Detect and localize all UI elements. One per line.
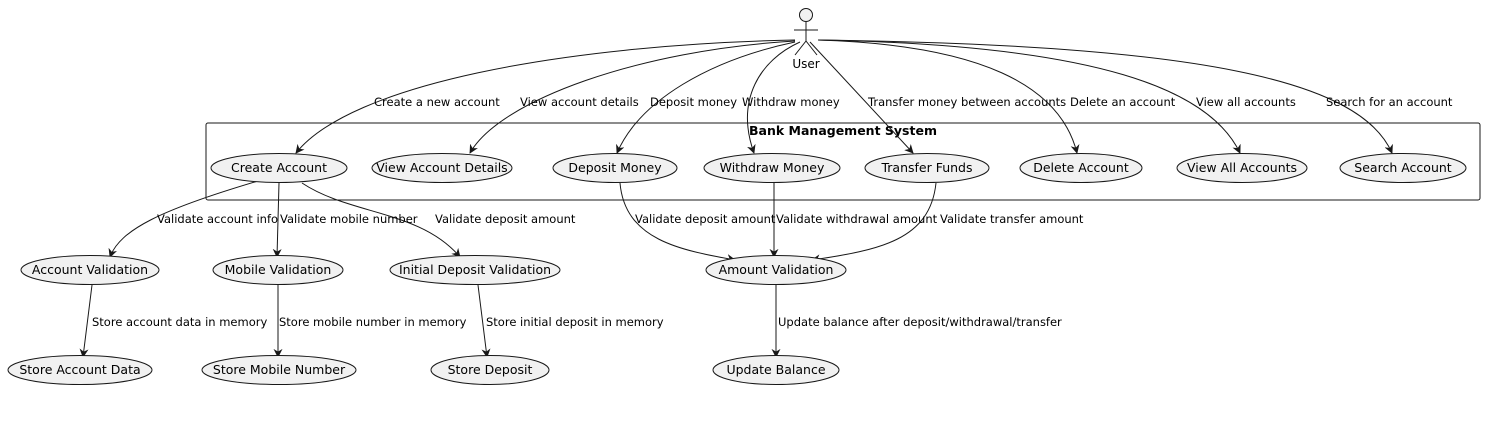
usecase-create-account[interactable]: Create Account [210,153,348,183]
edge-label: Validate withdrawal amount [776,212,938,226]
edge-label: Validate deposit amount [635,212,776,226]
usecase-account-validation[interactable]: Account Validation [20,255,160,285]
actor-left-leg [794,40,807,56]
usecase-update-balance[interactable]: Update Balance [712,355,840,385]
usecase-initial-deposit-validation[interactable]: Initial Deposit Validation [389,255,561,285]
edge-label: Store account data in memory [92,315,267,329]
usecase-label: Delete Account [1033,160,1129,175]
usecase-label: Search Account [1354,160,1451,175]
edge-label: Update balance after deposit/withdrawal/… [778,315,1062,329]
usecase-deposit-money[interactable]: Deposit Money [552,153,678,183]
edge-withdraw-money [747,41,801,154]
usecase-store-mobile-number[interactable]: Store Mobile Number [201,355,357,385]
edge-transfer-funds [809,41,914,154]
edge-label: Transfer money between accounts [867,95,1066,109]
usecase-label: Create Account [231,160,327,175]
usecase-store-deposit[interactable]: Store Deposit [430,355,550,385]
edge-deposit-to-amount-validation [619,182,736,263]
edge-label: Deposit money [650,95,737,109]
edge-label: View account details [520,95,639,109]
usecase-amount-validation[interactable]: Amount Validation [705,255,847,285]
edge-label: Withdraw money [742,95,840,109]
edge-store-account-data [79,284,93,358]
edge-transfer-to-amount-validation [811,182,937,264]
usecase-search-account[interactable]: Search Account [1339,153,1467,183]
edge-label: Create a new account [374,95,500,109]
actor-head [799,8,813,22]
edge-view-account-details [469,40,796,154]
edge-label: View all accounts [1196,95,1296,109]
edge-label: Search for an account [1326,95,1453,109]
actor-name: User [792,57,819,71]
usecase-label: Withdraw Money [720,160,825,175]
usecase-label: Store Account Data [19,362,140,377]
edge-account-validation [108,180,259,258]
usecase-view-account-details[interactable]: View Account Details [371,153,513,183]
edge-label: Validate transfer amount [940,212,1084,226]
usecase-label: Amount Validation [719,262,834,277]
usecase-label: View Account Details [376,160,507,175]
actor-user[interactable] [794,8,818,56]
edge-view-all-accounts [817,39,1241,154]
usecase-delete-account[interactable]: Delete Account [1019,153,1143,183]
edge-label: Store mobile number in memory [279,315,467,329]
usecase-store-account-data[interactable]: Store Account Data [7,355,153,385]
usecase-label: Store Mobile Number [213,362,346,377]
usecase-label: Account Validation [32,262,148,277]
edge-store-deposit [477,284,491,358]
edge-label: Validate deposit amount [435,212,576,226]
edge-create-account [295,39,796,154]
system-title: Bank Management System [749,123,937,138]
edge-search-account [817,39,1393,154]
usecase-withdraw-money[interactable]: Withdraw Money [703,153,841,183]
edge-delete-account [817,39,1080,154]
usecase-label: Transfer Funds [880,160,972,175]
usecase-label: View All Accounts [1187,160,1297,175]
edge-label: Validate mobile number [280,212,418,226]
usecase-label: Deposit Money [568,160,662,175]
usecase-transfer-funds[interactable]: Transfer Funds [864,153,990,183]
usecase-label: Update Balance [726,362,825,377]
edge-deposit-money [616,41,796,154]
actor-right-leg [805,40,818,56]
edge-label: Store initial deposit in memory [486,315,664,329]
edge-mobile-validation [272,182,282,258]
edge-label: Validate account info [157,212,278,226]
edge-label: Delete an account [1070,95,1176,109]
edge-initial-deposit-validation [301,182,461,258]
usecase-mobile-validation[interactable]: Mobile Validation [212,255,344,285]
usecase-label: Initial Deposit Validation [399,262,551,277]
usecase-label: Store Deposit [448,362,533,377]
usecase-view-all-accounts[interactable]: View All Accounts [1176,153,1308,183]
usecase-label: Mobile Validation [225,262,332,277]
system-boundary: Bank Management System [205,122,1481,201]
